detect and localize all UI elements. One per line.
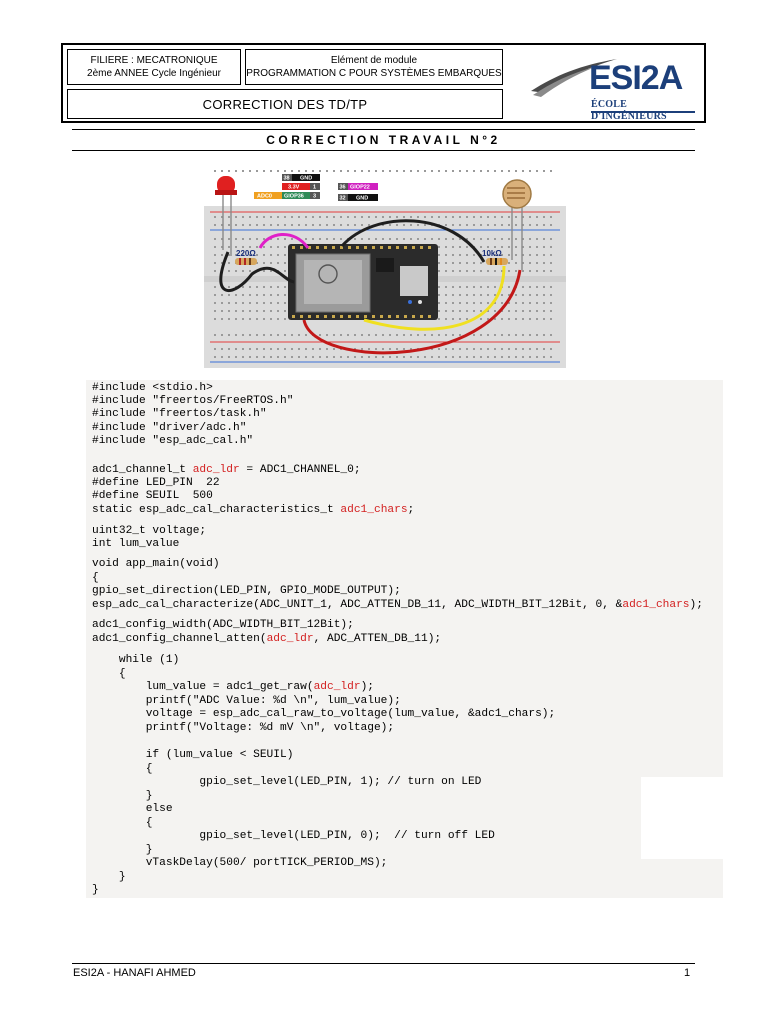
document-title: CORRECTION DES TD/TP bbox=[67, 89, 503, 119]
pin-giop36-label: GIOP36 bbox=[284, 194, 304, 200]
code-line: #define SEUIL 500 bbox=[92, 490, 213, 502]
wire-black-left bbox=[219, 251, 295, 292]
esi2a-logo: ESI2A ÉCOLE D'INGÉNIEURS bbox=[511, 49, 701, 122]
code-line: { bbox=[92, 817, 153, 829]
code-identifier: adc_ldr bbox=[192, 464, 240, 476]
resistor-220-label: 220Ω bbox=[236, 249, 256, 258]
pin-38-label: 38 bbox=[284, 176, 290, 182]
document-header: FILIERE : MECATRONIQUE 2ème ANNEE Cycle … bbox=[61, 43, 706, 123]
code-line: esp_adc_cal_characterize(ADC_UNIT_1, ADC… bbox=[92, 599, 703, 611]
logo-swoosh-icon bbox=[531, 59, 617, 97]
pin-giop22-label: GIOP22 bbox=[350, 185, 370, 191]
breadboard-holes bbox=[214, 170, 552, 358]
code-line: static esp_adc_cal_characteristics_t adc… bbox=[92, 504, 415, 516]
circuit-diagram: 220Ω 10kΩ 38 GND 3.3V 1 ADC0 GIOP36 3 36… bbox=[204, 170, 566, 368]
code-line: gpio_set_direction(LED_PIN, GPIO_MODE_OU… bbox=[92, 585, 401, 597]
circuit-svg: 220Ω 10kΩ 38 GND 3.3V 1 ADC0 GIOP36 3 36… bbox=[204, 170, 566, 368]
code-line: } bbox=[92, 844, 153, 856]
code-line: { bbox=[92, 572, 99, 584]
section-title: CORRECTION TRAVAIL N°2 bbox=[72, 129, 695, 151]
code-identifier: adc_ldr bbox=[266, 633, 314, 645]
footer-divider bbox=[72, 963, 695, 964]
code-line: uint32_t voltage; bbox=[92, 525, 207, 537]
code-line: lum_value = adc1_get_raw(adc_ldr); bbox=[92, 681, 374, 693]
logo-underline bbox=[591, 111, 695, 113]
pin-gnd2-label: GND bbox=[356, 196, 368, 202]
code-line: gpio_set_level(LED_PIN, 1); // turn on L… bbox=[92, 776, 482, 788]
esp32-board bbox=[288, 244, 438, 320]
pin-32-label: 32 bbox=[340, 196, 346, 202]
resistor-220 bbox=[235, 258, 257, 265]
code-line: adc1_config_channel_atten(adc_ldr, ADC_A… bbox=[92, 633, 442, 645]
wire-red bbox=[302, 269, 522, 355]
code-identifier: adc_ldr bbox=[313, 681, 361, 693]
code-line: } bbox=[92, 871, 126, 883]
module-line1: Elément de module bbox=[330, 55, 418, 66]
code-line: printf("Voltage: %d mV \n", voltage); bbox=[92, 722, 395, 734]
code-block: #include <stdio.h> #include "freertos/Fr… bbox=[86, 380, 723, 898]
code-line: while (1) bbox=[92, 654, 180, 666]
pin-gnd-label: GND bbox=[300, 176, 312, 182]
code-line: { bbox=[92, 763, 153, 775]
code-line: #include "freertos/FreeRTOS.h" bbox=[92, 395, 294, 407]
code-line: #include "esp_adc_cal.h" bbox=[92, 435, 254, 447]
filiere-line2: 2ème ANNEE Cycle Ingénieur bbox=[87, 68, 221, 79]
led bbox=[215, 176, 237, 256]
footer-author: ESI2A - HANAFI AHMED bbox=[73, 967, 196, 979]
filiere-line1: FILIERE : MECATRONIQUE bbox=[90, 55, 218, 66]
code-line: printf("ADC Value: %d \n", lum_value); bbox=[92, 695, 401, 707]
logo-subtext: ÉCOLE D'INGÉNIEURS bbox=[591, 99, 667, 122]
code-line: { bbox=[92, 668, 126, 680]
code-line: vTaskDelay(500/ portTICK_PERIOD_MS); bbox=[92, 857, 388, 869]
pin-labels: 38 GND 3.3V 1 ADC0 GIOP36 3 36 GIOP22 32… bbox=[254, 174, 378, 202]
wire-magenta bbox=[258, 233, 310, 249]
page-number: 1 bbox=[684, 967, 691, 979]
code-line: adc1_channel_t adc_ldr = ADC1_CHANNEL_0; bbox=[92, 464, 361, 476]
code-line: #include "freertos/task.h" bbox=[92, 408, 267, 420]
code-line: adc1_config_width(ADC_WIDTH_BIT_12Bit); bbox=[92, 619, 354, 631]
module-line2: PROGRAMMATION C POUR SYSTÈMES EMBARQUES bbox=[246, 68, 502, 79]
code-line: gpio_set_level(LED_PIN, 0); // turn off … bbox=[92, 830, 495, 842]
code-line: } bbox=[92, 790, 153, 802]
code-identifier: adc1_chars bbox=[622, 599, 690, 611]
module-cell: Elément de module PROGRAMMATION C POUR S… bbox=[245, 49, 503, 85]
pin-36-label: 36 bbox=[340, 185, 346, 191]
pin-3-label: 3 bbox=[313, 194, 316, 200]
code-line: voltage = esp_adc_cal_raw_to_voltage(lum… bbox=[92, 708, 556, 720]
code-line: #include <stdio.h> bbox=[92, 382, 213, 394]
pin-1-label: 1 bbox=[313, 185, 316, 191]
resistor-10k bbox=[486, 258, 508, 265]
code-line: void app_main(void) bbox=[92, 558, 220, 570]
code-block-notch bbox=[641, 777, 727, 859]
code-line: #include "driver/adc.h" bbox=[92, 422, 247, 434]
code-line: if (lum_value < SEUIL) bbox=[92, 749, 294, 761]
code-line: #define LED_PIN 22 bbox=[92, 477, 220, 489]
code-line: else bbox=[92, 803, 173, 815]
logo-text: ESI2A bbox=[589, 59, 683, 97]
wire-black-top bbox=[340, 219, 486, 263]
ldr-sensor bbox=[502, 179, 532, 270]
wire-yellow bbox=[363, 265, 506, 331]
filiere-cell: FILIERE : MECATRONIQUE 2ème ANNEE Cycle … bbox=[67, 49, 241, 85]
pin-3v3-label: 3.3V bbox=[288, 185, 300, 191]
code-line: int lum_value bbox=[92, 538, 180, 550]
resistor-10k-label: 10kΩ bbox=[482, 249, 502, 258]
code-identifier: adc1_chars bbox=[340, 504, 408, 516]
code-line: } bbox=[92, 884, 99, 896]
pin-adc0-label: ADC0 bbox=[257, 194, 272, 200]
